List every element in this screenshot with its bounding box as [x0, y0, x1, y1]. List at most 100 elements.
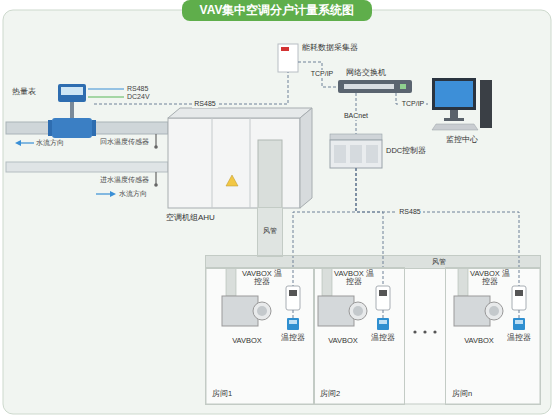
- duct-stub: [322, 268, 332, 296]
- vavbox-outlet: [253, 302, 271, 320]
- ellipsis-dot: [433, 330, 436, 333]
- monitor-frame: [432, 78, 476, 110]
- duct-fill: [258, 208, 282, 256]
- ahu-top: [168, 108, 312, 118]
- node-text: VAVBOX: [318, 337, 368, 345]
- warning-sign: [226, 175, 238, 186]
- vavbox-outlet: [485, 302, 503, 320]
- room-box: 房间nVAVBOX 温控器VAVBOX温控器: [446, 268, 540, 404]
- thermostat-node: 温控器: [513, 318, 525, 330]
- switch-led: [400, 84, 406, 89]
- node-text: 温控器: [506, 334, 532, 342]
- sensor-tip: [154, 183, 158, 187]
- connector: [298, 62, 338, 87]
- duct-node: 风管: [258, 208, 282, 256]
- vav-controller: [286, 286, 300, 310]
- duct-stub: [226, 268, 236, 296]
- duct-band-fill: [206, 256, 540, 268]
- meter-body: [52, 118, 92, 138]
- keyboard: [432, 124, 478, 130]
- text-label: 水流方向: [119, 190, 147, 198]
- node-text: 网络交换机: [346, 69, 386, 77]
- meter-display: [58, 84, 86, 102]
- connector: [94, 72, 288, 104]
- connector: [293, 168, 356, 286]
- dc24v-wire: [88, 96, 124, 97]
- vavbox-node: VAVBOX: [454, 292, 504, 334]
- node-text: 风管: [258, 227, 282, 234]
- flow-arrow: [96, 193, 111, 194]
- rs485-wire: [88, 88, 124, 89]
- thermostat-screen: [379, 320, 387, 324]
- edge-label: TCP/IP: [309, 70, 336, 78]
- flow-arrow: [20, 142, 34, 143]
- meter-stalk: [70, 102, 74, 118]
- node-text: DDC控制器: [386, 147, 426, 155]
- edge-label: RS485: [192, 100, 217, 108]
- flow-arrowhead: [110, 191, 116, 197]
- text-label: RS485: [127, 85, 148, 93]
- vav-controller-node: VAVBOX 温控器: [286, 286, 300, 310]
- switch-body: [338, 80, 412, 93]
- switch-node: 网络交换机: [338, 80, 412, 93]
- controller-screen: [515, 290, 523, 296]
- thermostat: [377, 318, 389, 330]
- monitor-node: 监控中心: [430, 76, 494, 132]
- text-label: 回水温度传感器: [100, 138, 149, 146]
- connector: [519, 310, 520, 318]
- sensor-tip: [154, 145, 158, 149]
- text-label: 进水温度传感器: [100, 176, 149, 184]
- vavbox-node: VAVBOX: [222, 292, 272, 334]
- connector: [356, 168, 519, 286]
- pc-tower: [480, 80, 492, 128]
- frame: [3, 10, 551, 414]
- meter-lcd: [61, 87, 83, 95]
- vavbox-outlet-inner: [353, 306, 363, 316]
- node-text: VAVBOX 温控器: [334, 270, 374, 287]
- ddc-module: [366, 145, 378, 163]
- ddc-module: [334, 145, 346, 163]
- thermostat: [287, 318, 299, 330]
- node-text: VAVBOX: [454, 337, 504, 345]
- connector: [383, 310, 384, 318]
- rooms-area: [206, 256, 540, 404]
- connector: [293, 310, 294, 318]
- duct-face: [258, 140, 282, 208]
- node-text: 房间2: [320, 390, 340, 398]
- vavbox-outlet-inner: [257, 306, 267, 316]
- thermostat: [513, 318, 525, 330]
- vavbox-outlet: [349, 302, 367, 320]
- node-text: 房间n: [452, 390, 472, 398]
- meter-flange: [48, 120, 52, 136]
- switch-ports: [344, 84, 394, 89]
- ahu-node: 空调机组AHU: [168, 108, 312, 208]
- ddc-body: [330, 140, 382, 168]
- monitor-stand: [450, 110, 458, 118]
- node-text: 监控中心: [446, 136, 478, 144]
- sensor-probe: [155, 134, 156, 146]
- node-text: 风管: [432, 258, 446, 266]
- meter-flange: [92, 120, 96, 136]
- vavbox-outlet-inner: [489, 306, 499, 316]
- ellipsis-dot: [413, 330, 416, 333]
- thermostat-node: 温控器: [287, 318, 299, 330]
- vav-controller: [512, 286, 526, 310]
- collector-box: [278, 44, 298, 72]
- collector-logo: [281, 47, 289, 51]
- title-text: VAV集中空调分户计量系统图: [200, 3, 355, 17]
- duct-stub: [458, 268, 468, 296]
- vav-controller: [376, 286, 390, 310]
- monitor-base: [444, 118, 464, 121]
- node-text: VAVBOX 温控器: [470, 270, 510, 287]
- node-text: 房间1: [212, 390, 232, 398]
- node-text: VAVBOX: [222, 337, 272, 345]
- ddc-module: [350, 145, 362, 163]
- vav-controller-node: VAVBOX 温控器: [512, 286, 526, 310]
- connector: [356, 168, 383, 286]
- thermostat-screen: [515, 320, 523, 324]
- collector-node: 能耗数据采集器: [278, 44, 298, 72]
- ellipsis-dot: [423, 330, 426, 333]
